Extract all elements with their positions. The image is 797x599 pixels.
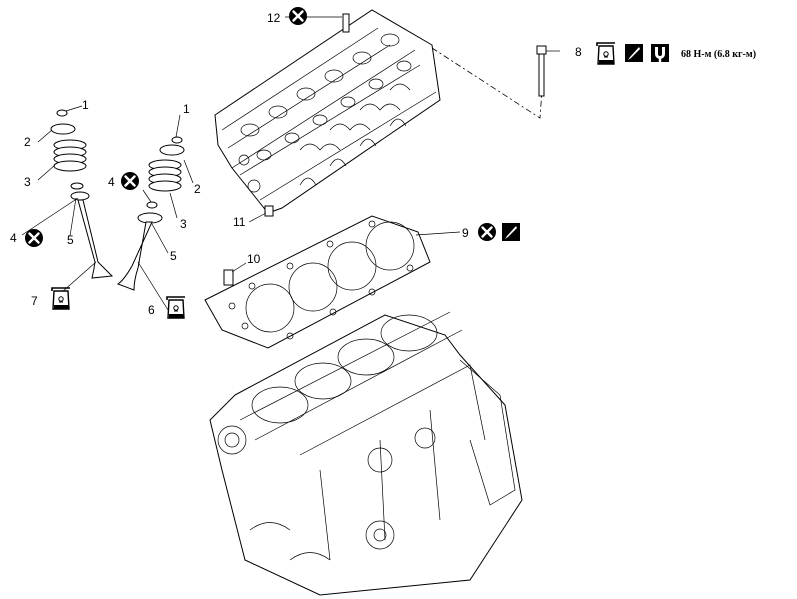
- leader-lines: [21, 16, 560, 311]
- callout-1-right: 1: [183, 102, 190, 116]
- valve-assembly-right: [116, 136, 185, 291]
- oil-can-icon: [51, 287, 71, 310]
- head-gasket: [204, 215, 431, 349]
- callout-10: 10: [247, 252, 261, 266]
- cylinder-head: [214, 9, 441, 214]
- callout-labels: 1 2 3 4 5 7 1 2 3 4 5 6 12 8 9 10 11: [10, 11, 582, 317]
- callout-6: 6: [148, 303, 155, 317]
- small-dowel-pin: [264, 205, 274, 217]
- replace-part-icon: [119, 170, 141, 192]
- cylinder-block: [209, 311, 523, 596]
- bolt-guide-line: [431, 47, 543, 119]
- replace-part-icon: [476, 221, 498, 243]
- callout-2-right: 2: [194, 182, 201, 196]
- oil-can-icon: [596, 42, 616, 65]
- callout-3-left: 3: [24, 175, 31, 189]
- torque-wrench-icon: [651, 44, 669, 62]
- callout-1-left: 1: [82, 98, 89, 112]
- replace-part-icon: [287, 5, 309, 27]
- callout-8: 8: [575, 45, 582, 59]
- callout-2-left: 2: [24, 135, 31, 149]
- callout-4-left: 4: [10, 231, 17, 245]
- cylinder-head-bolt: [536, 45, 547, 97]
- dowel-pin: [223, 269, 234, 286]
- callout-7: 7: [31, 294, 38, 308]
- valve-assembly-left: [50, 109, 114, 279]
- callout-3-right: 3: [180, 217, 187, 231]
- torque-spec-text: 68 Н-м (6.8 кг-м): [681, 49, 756, 60]
- oil-can-icon: [166, 296, 186, 319]
- callout-5-left: 5: [67, 233, 74, 247]
- callout-11: 11: [233, 215, 246, 229]
- replace-part-icon: [23, 227, 45, 249]
- callout-4-right: 4: [108, 175, 115, 189]
- sealant-icon: [502, 223, 520, 241]
- sealant-icon: [625, 44, 643, 62]
- callout-9: 9: [462, 226, 469, 240]
- callout-5-right: 5: [170, 249, 177, 263]
- callout-12: 12: [267, 11, 281, 25]
